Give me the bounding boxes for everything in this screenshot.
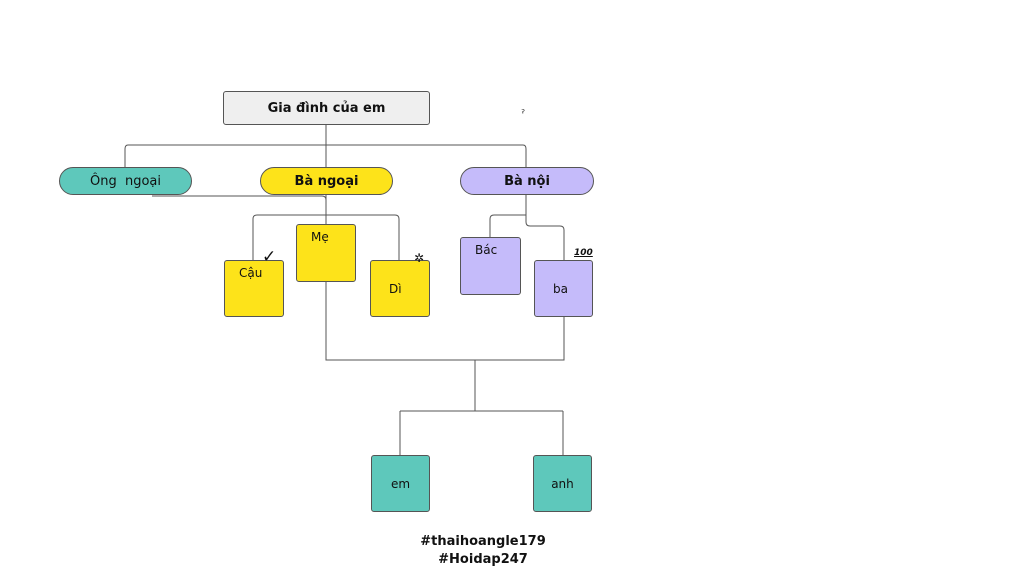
connector-ba-down: [475, 317, 565, 361]
hashtag-site: #Hoidap247: [438, 552, 528, 567]
node-ba-noi[interactable]: Bà nội: [460, 167, 594, 195]
node-cau[interactable]: Cậu: [224, 260, 284, 317]
title-label: Gia đình của em: [267, 100, 386, 116]
node-ba[interactable]: ba: [534, 260, 593, 317]
anh-label: anh: [551, 476, 574, 491]
ba-label: ba: [553, 281, 568, 296]
connector-ba-noi-to-bac: [489, 195, 527, 237]
connector-title-to-ong-ngoai: [124, 125, 327, 168]
bac-label: Bác: [475, 243, 498, 257]
di-label: Dì: [389, 281, 402, 296]
connector-ong-ngoai-line: [152, 195, 327, 215]
node-em[interactable]: em: [371, 455, 430, 512]
ba-noi-label: Bà nội: [504, 173, 550, 189]
node-ba-ngoai[interactable]: Bà ngoại: [260, 167, 393, 195]
hundred-icon: 100: [574, 248, 593, 258]
title-box[interactable]: Gia đình của em: [223, 91, 430, 125]
connector-title-to-ba-noi: [325, 125, 527, 168]
ong-ngoai-label: Ông ngoại: [89, 173, 161, 189]
node-me[interactable]: Mẹ: [296, 224, 356, 282]
star-icon: ✲: [414, 251, 425, 265]
cau-label: Cậu: [239, 266, 263, 280]
connector-ba-noi-to-ba: [525, 195, 565, 260]
stray-mark: ˀ: [521, 107, 526, 120]
connector-me-down: [325, 282, 475, 361]
em-label: em: [390, 476, 411, 491]
check-icon: ✓: [262, 247, 277, 267]
me-label: Mẹ: [311, 230, 329, 244]
node-ong-ngoai[interactable]: Ông ngoại: [59, 167, 192, 195]
hashtag-user: #thaihoangle179: [420, 534, 546, 549]
node-bac[interactable]: Bác: [460, 237, 521, 295]
ba-ngoai-label: Bà ngoại: [294, 173, 359, 189]
node-di[interactable]: Dì: [370, 260, 430, 317]
connector-ba-ngoai-to-di: [326, 214, 400, 260]
connector-ba-ngoai-to-cau: [252, 195, 327, 260]
node-anh[interactable]: anh: [533, 455, 592, 512]
